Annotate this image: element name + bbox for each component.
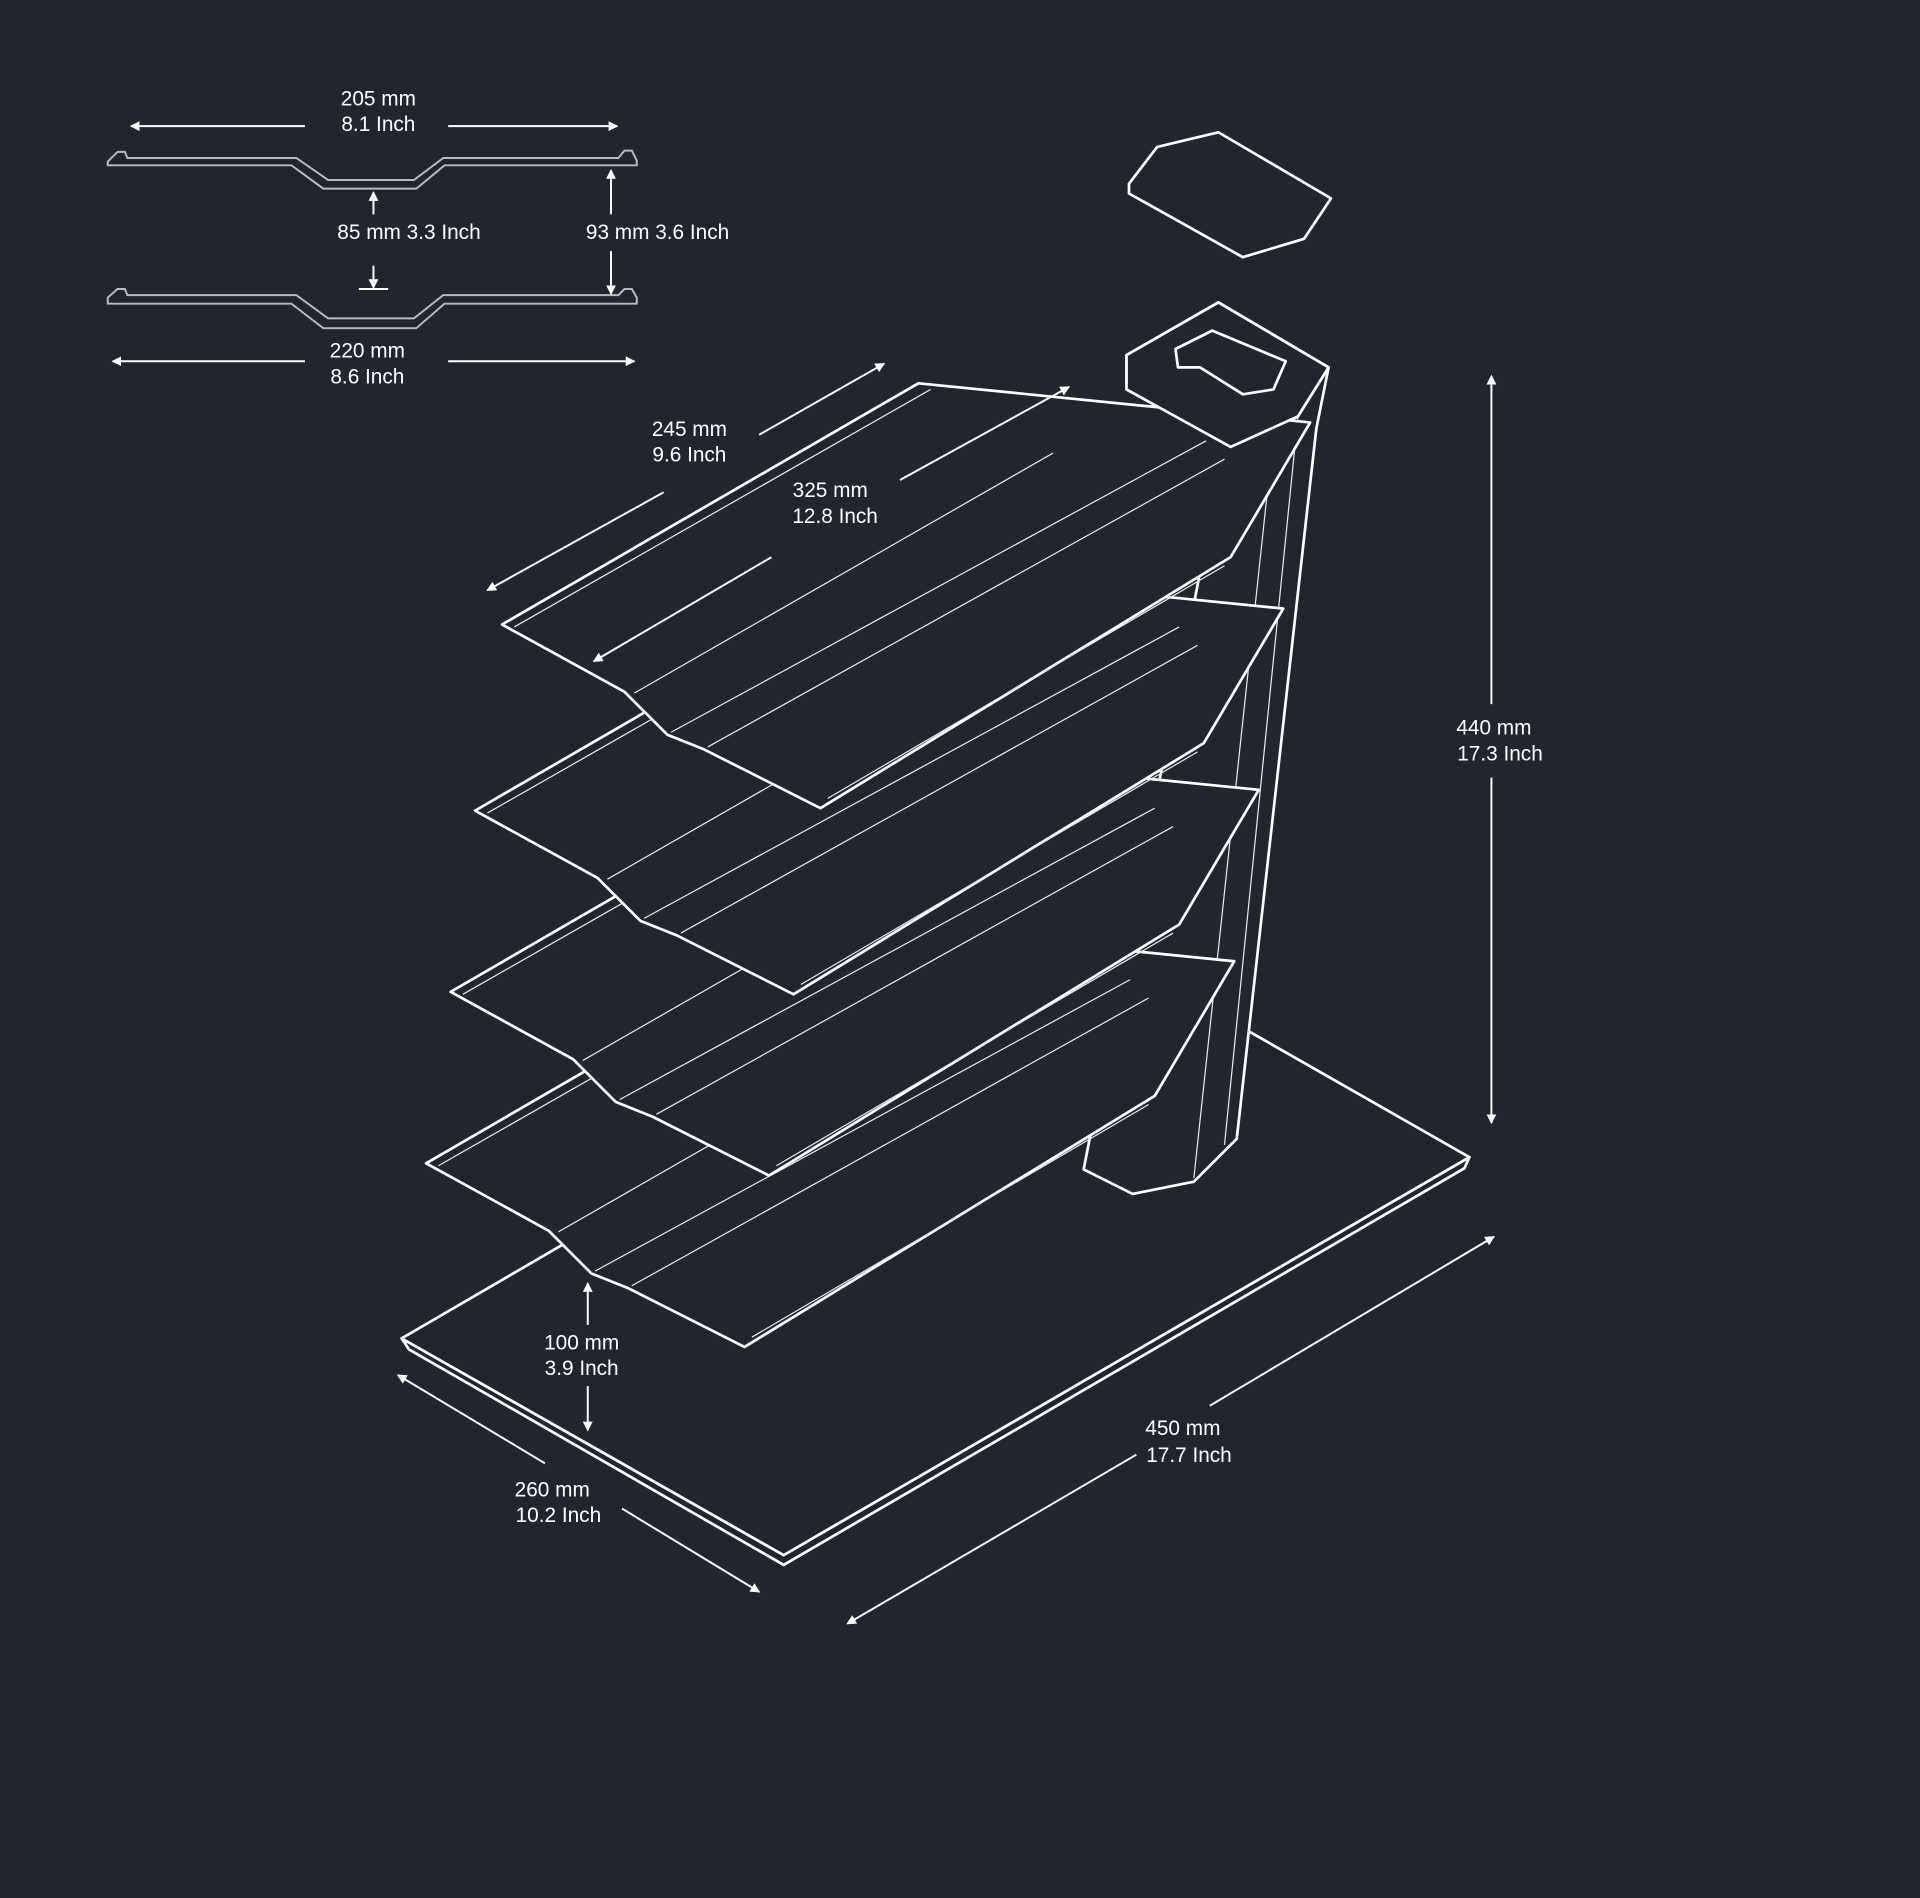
- shelf-back-length-inch: 9.6 Inch: [652, 444, 726, 467]
- bottom-clearance-inch: 3.9 Inch: [545, 1357, 619, 1380]
- profile-outer-gap: 93 mm 3.6 Inch: [586, 221, 729, 244]
- base-depth-inch: 10.2 Inch: [516, 1504, 602, 1527]
- base-width-inch: 17.7 Inch: [1146, 1444, 1232, 1467]
- shelf-length-inch: 12.8 Inch: [792, 505, 878, 528]
- base-depth-mm: 260 mm: [515, 1478, 590, 1501]
- profile-inner-gap: 85 mm 3.3 Inch: [337, 221, 480, 244]
- shelf-back-length-mm: 245 mm: [652, 418, 727, 441]
- profile-bottom: [106, 288, 638, 330]
- total-height-mm: 440 mm: [1456, 717, 1531, 740]
- profile-top-width-inch: 8.1 Inch: [341, 113, 415, 136]
- profile-top-width-mm: 205 mm: [341, 87, 416, 110]
- base-width-mm: 450 mm: [1145, 1417, 1220, 1440]
- column-cap: [1127, 130, 1333, 259]
- dimension-arrows: [396, 362, 1497, 1625]
- profile-top: [106, 149, 638, 190]
- profile-cross-sections: 205 mm 8.1 Inch 85 mm 3.3 Inch 93 mm 3.6…: [106, 87, 729, 388]
- bottom-clearance-mm: 100 mm: [544, 1331, 619, 1354]
- profile-bottom-width-mm: 220 mm: [330, 340, 405, 363]
- shelf-length-mm: 325 mm: [793, 479, 868, 502]
- profile-bottom-width-inch: 8.6 Inch: [330, 365, 404, 388]
- dimension-labels: 245 mm 9.6 Inch 325 mm 12.8 Inch 440 mm …: [515, 418, 1543, 1527]
- column-opening: [1174, 329, 1288, 396]
- total-height-inch: 17.3 Inch: [1457, 742, 1543, 765]
